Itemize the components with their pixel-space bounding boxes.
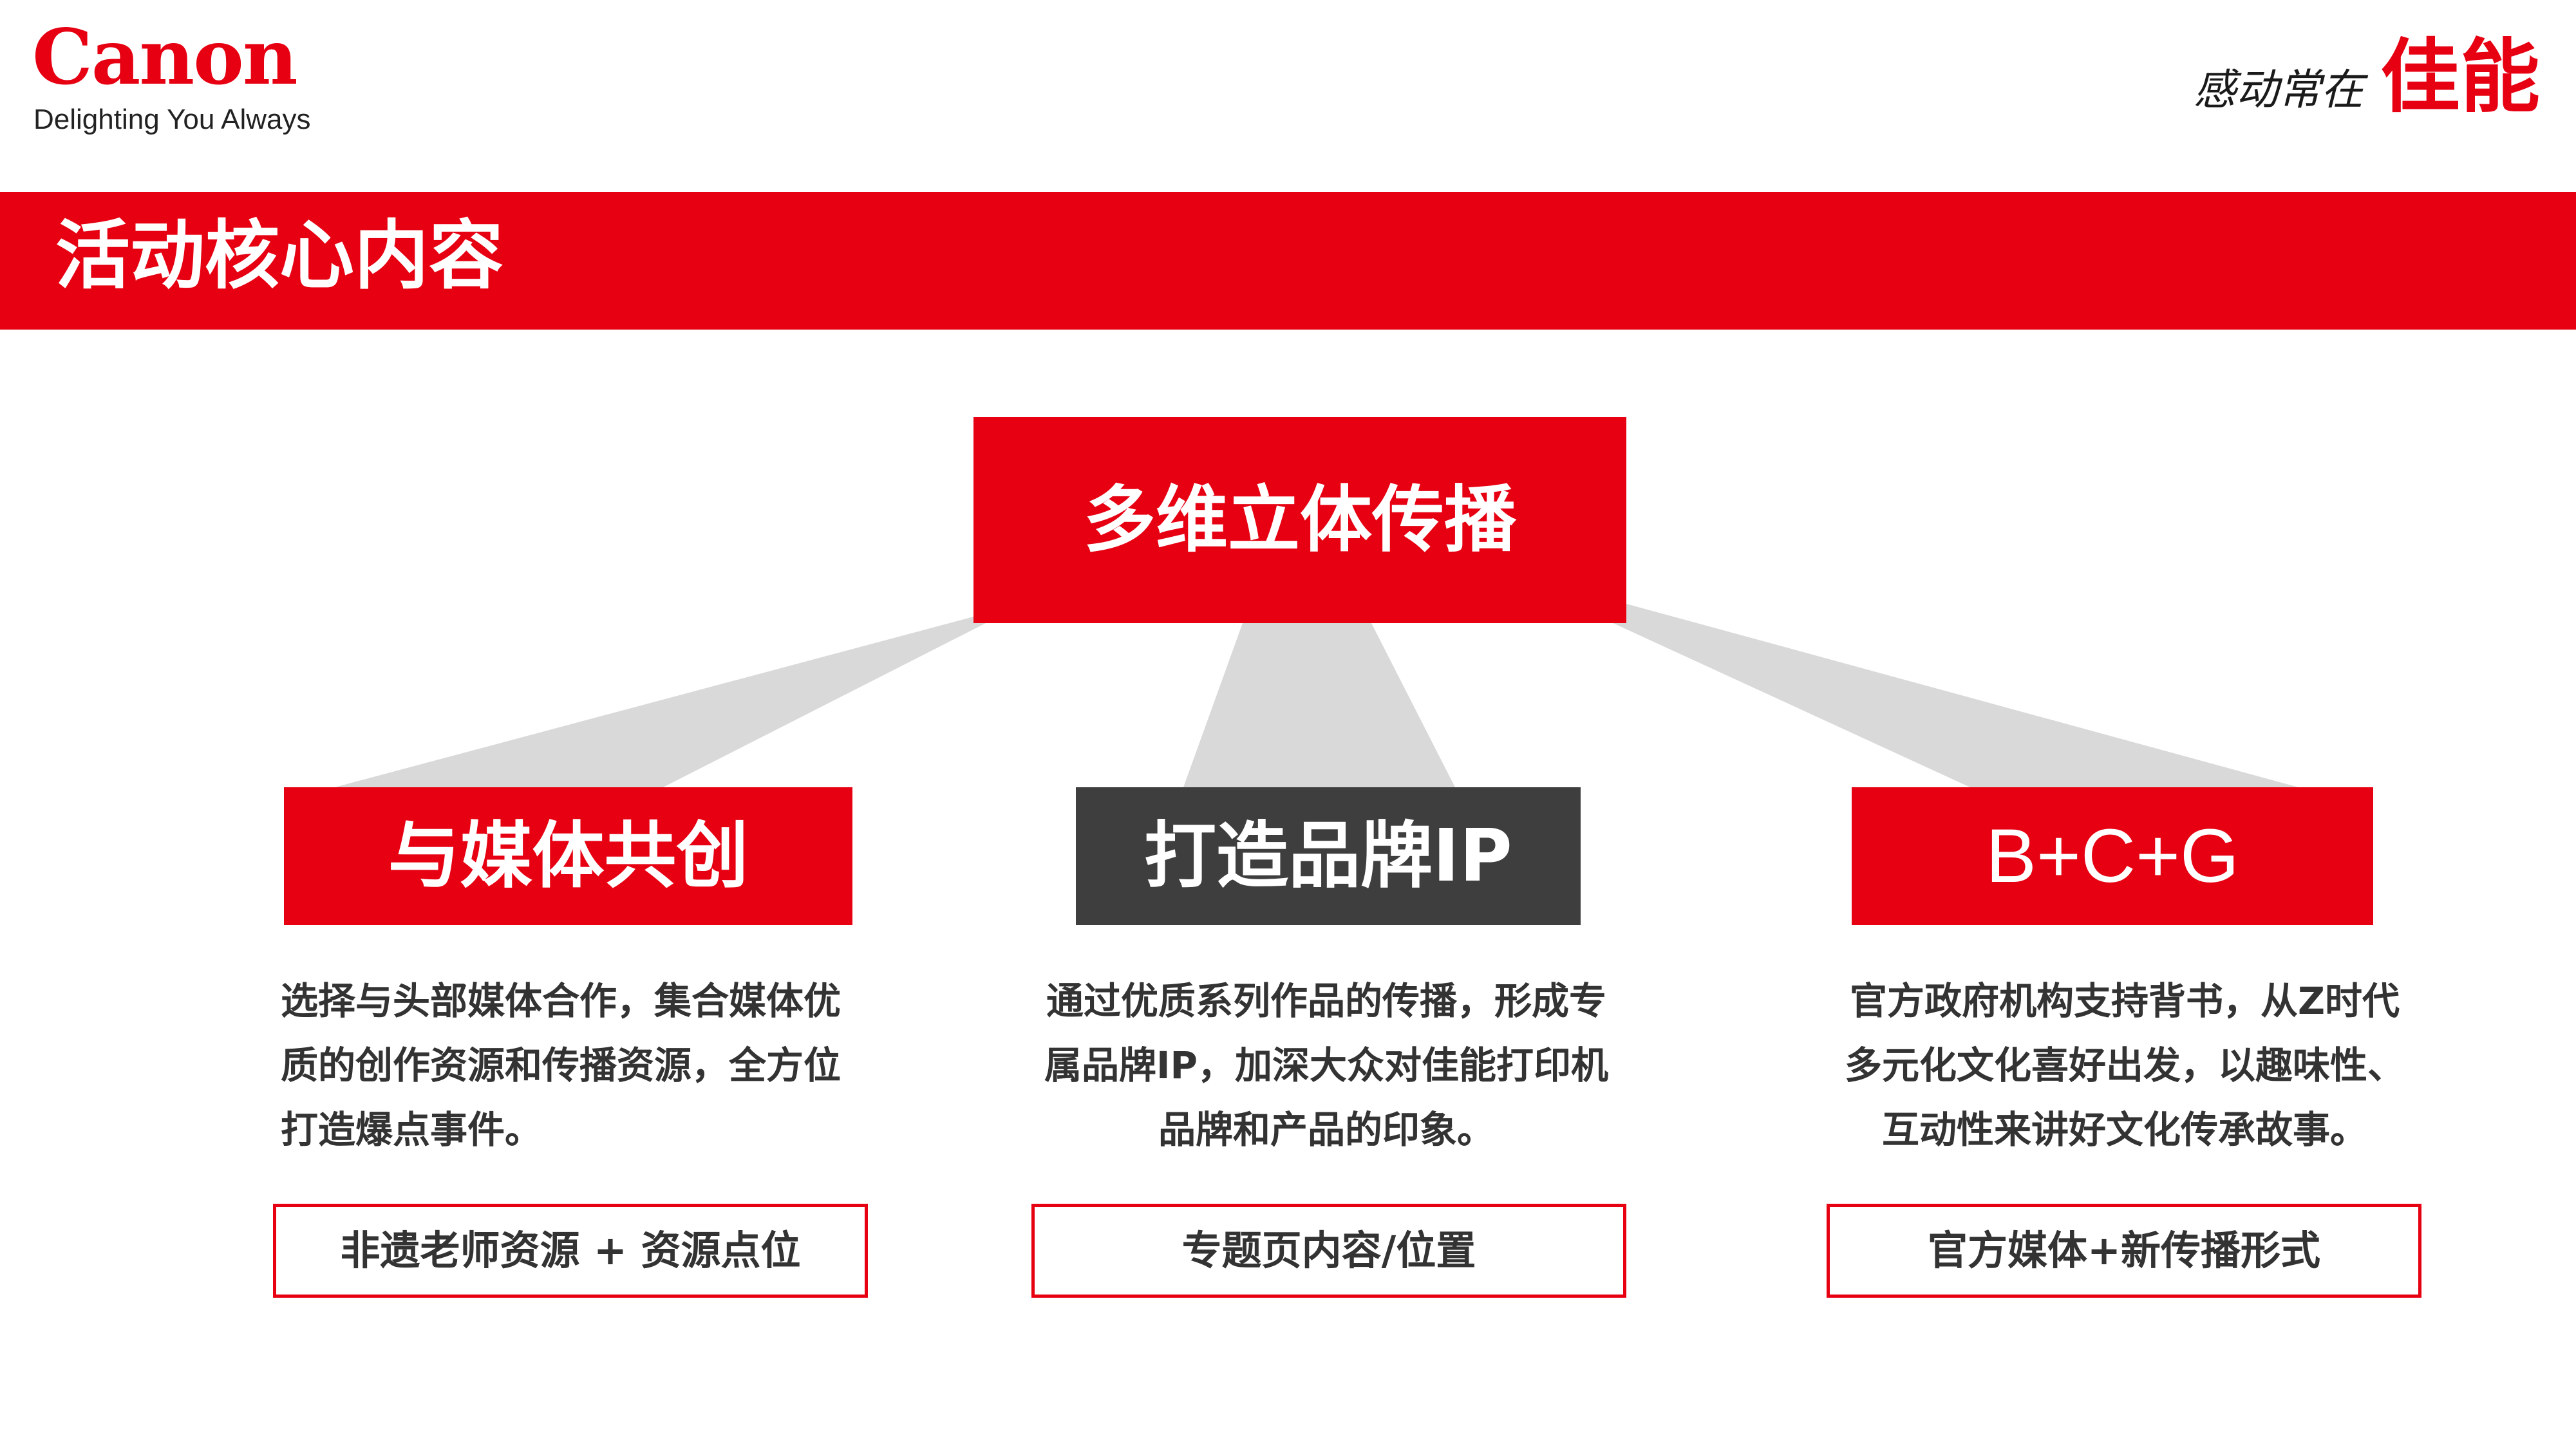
beam-right	[1571, 604, 2299, 787]
column-1-line: 选择与头部媒体合作，集合媒体优	[281, 979, 841, 1023]
column-1-description: 选择与头部媒体合作，集合媒体优 质的创作资源和传播资源，全方位 打造爆点事件。	[258, 969, 876, 1162]
column-2-title: 打造品牌IP	[1076, 787, 1581, 925]
column-3-line: 多元化文化喜好出发，以趣味性、	[1844, 1043, 2405, 1087]
column-1-tag: 非遗老师资源 + 资源点位	[273, 1204, 868, 1298]
column-3-tag: 官方媒体+新传播形式	[1827, 1204, 2421, 1298]
column-2-line: 品牌和产品的印象。	[1158, 1108, 1494, 1152]
column-3-line: 互动性来讲好文化传承故事。	[1881, 1108, 2367, 1152]
page-title: 活动核心内容	[55, 212, 503, 299]
column-3-line: 官方政府机构支持背书，从Z时代	[1849, 979, 2400, 1023]
brand-slogan: 感动常在 佳能	[2194, 37, 2540, 117]
column-2-line: 属品牌IP，加深大众对佳能打印机	[1044, 1043, 1609, 1087]
column-1-title: 与媒体共创	[284, 787, 852, 925]
column-2-tag: 专题页内容/位置	[1031, 1204, 1626, 1298]
column-2-description: 通过优质系列作品的传播，形成专 属品牌IP，加深大众对佳能打印机 品牌和产品的印…	[1004, 969, 1648, 1162]
slogan-brand-name: 佳能	[2380, 31, 2540, 124]
beam-middle	[1183, 623, 1455, 787]
column-1-line: 质的创作资源和传播资源，全方位	[281, 1043, 841, 1087]
canon-logo: Canon	[32, 12, 298, 102]
beam-left	[335, 604, 1024, 787]
top-box-multidimensional: 多维立体传播	[973, 417, 1626, 623]
column-3-title: B+C+G	[1852, 787, 2373, 925]
column-1-line: 打造爆点事件。	[281, 1108, 543, 1152]
brand-tagline: Delighting You Always	[33, 104, 311, 135]
column-2-line: 通过优质系列作品的传播，形成专	[1046, 979, 1606, 1023]
title-banner	[0, 192, 2576, 330]
slogan-small-text: 感动常在	[2193, 65, 2364, 115]
column-3-description: 官方政府机构支持背书，从Z时代 多元化文化喜好出发，以趣味性、 互动性来讲好文化…	[1803, 969, 2447, 1162]
